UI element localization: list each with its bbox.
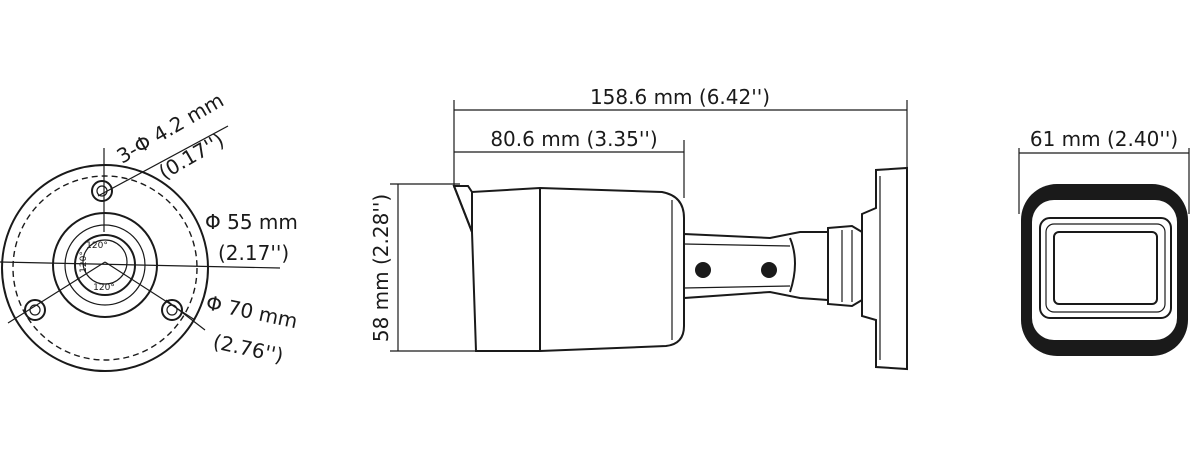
front-view: 120° 120° 120° 3-Φ 4.2 mm (0.17'') Φ 55 …	[0, 88, 300, 372]
bracket-neck-collar	[827, 224, 863, 308]
bracket-arm-upper-edge	[683, 243, 791, 247]
width-label: 61 mm (2.40'')	[1030, 127, 1178, 151]
ball-joint	[82, 239, 128, 285]
inner-diameter-inch-label: (2.17'')	[218, 241, 289, 265]
outer-diameter-leader	[165, 299, 206, 331]
angle-label-top: 120°	[86, 241, 108, 251]
lens-window-outer	[1039, 217, 1172, 319]
outer-diameter-inch-label: (2.76'')	[211, 329, 286, 367]
angle-label-side: 120°	[79, 251, 89, 273]
lens-window-mid	[1045, 223, 1166, 313]
side-view: 158.6 mm (6.42'') 80.6 mm (3.35'') 58 mm…	[369, 85, 908, 371]
lens-window-inner	[1053, 231, 1158, 305]
screw-hole-top	[91, 180, 113, 202]
bracket-screw-left	[695, 262, 711, 278]
hole-spec-leader	[97, 125, 229, 197]
outer-diameter-label: Φ 70 mm	[204, 290, 300, 333]
front-centerline-left	[7, 261, 106, 324]
inner-diameter-label: Φ 55 mm	[205, 210, 298, 234]
wall-mount-base	[861, 166, 908, 371]
mount-base-outer-circle	[1, 164, 209, 372]
lens-view: 61 mm (2.40'')	[1018, 127, 1190, 356]
sunshade-visor	[453, 185, 473, 233]
mount-base-inner-circle	[12, 175, 198, 361]
bracket-arm-lower-edge	[683, 285, 791, 289]
body-length-label: 80.6 mm (3.35'')	[490, 127, 657, 151]
height-label: 58 mm (2.28'')	[369, 194, 393, 342]
angle-label-bottom: 120°	[93, 283, 115, 293]
screw-hole-left	[24, 299, 46, 321]
total-length-label: 158.6 mm (6.42'')	[590, 85, 770, 109]
camera-housing-outline	[452, 185, 685, 352]
bracket-joint	[789, 237, 796, 293]
front-centerline-horizontal	[0, 261, 281, 269]
bracket-screw-right	[761, 262, 777, 278]
